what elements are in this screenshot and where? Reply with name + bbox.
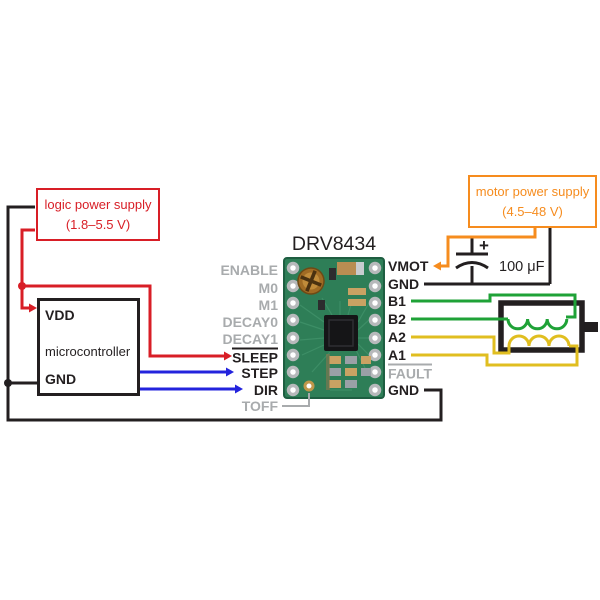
junction-dot-red <box>18 282 26 290</box>
pin-label-decay0: DECAY0 <box>222 314 278 330</box>
arrow-vmot <box>433 261 441 271</box>
board-pads-right <box>368 261 382 397</box>
driver-ic-chip <box>324 315 358 351</box>
microcontroller-box: VDD microcontroller GND <box>37 298 140 396</box>
arrow-vdd <box>29 303 37 313</box>
pin-label-m1: M1 <box>258 297 278 313</box>
motor-coil-a-yellow <box>507 334 571 347</box>
pin-label-vmot: VMOT <box>388 258 429 274</box>
toff-pad <box>303 380 315 392</box>
motor-supply-line2: (4.5–48 V) <box>502 203 563 219</box>
board-pads-left <box>286 261 300 397</box>
wire-b1-green <box>411 293 577 319</box>
arrow-dir <box>235 384 243 394</box>
arrow-sleep <box>224 351 232 361</box>
pin-label-a2: A2 <box>388 329 406 345</box>
wire-vmot-orange <box>441 227 537 268</box>
pin-label-step: STEP <box>241 365 278 381</box>
smd-components <box>318 262 371 390</box>
motor-shaft <box>583 322 598 332</box>
wire-a2-yellow <box>411 335 511 355</box>
wire-a1-yellow <box>411 344 579 367</box>
arrow-step <box>226 367 234 377</box>
driver-board-graphic <box>283 257 385 399</box>
motor-supply-line1: motor power supply <box>475 184 590 199</box>
pin-label-gnd-top: GND <box>388 276 420 292</box>
driver-board-title: DRV8434 <box>291 233 377 255</box>
motor-coil-b-green <box>506 318 569 331</box>
mcu-gnd-label: GND <box>45 371 77 387</box>
wire-ground-loop <box>6 205 443 422</box>
capacitor-polarity-label: + <box>479 236 489 255</box>
wire-logic-supply-red <box>20 228 35 310</box>
pin-label-fault: FAULT <box>388 363 433 382</box>
capacitor-value-label: 100 μF <box>499 259 545 275</box>
pin-label-gnd-bottom: GND <box>388 382 420 398</box>
wire-sleep-red <box>22 284 224 358</box>
mcu-vdd-label: VDD <box>45 307 75 323</box>
pin-label-b1: B1 <box>388 293 406 309</box>
capacitor-symbol <box>455 237 489 284</box>
pin-label-a1: A1 <box>388 347 406 363</box>
pin-label-decay1: DECAY1 <box>222 331 278 347</box>
pin-label-b2: B2 <box>388 311 406 327</box>
logic-supply-line2: (1.8–5.5 V) <box>65 216 131 232</box>
mcu-name-label: microcontroller <box>45 344 131 359</box>
logic-supply-line1: logic power supply <box>44 197 152 212</box>
junction-dot-black <box>4 379 12 387</box>
pin-label-toff: TOFF <box>241 398 278 414</box>
logic-power-supply-box: logic power supply (1.8–5.5 V) <box>36 188 160 241</box>
toff-callout-line <box>282 393 310 407</box>
trimmer-potentiometer-icon <box>297 267 325 295</box>
pin-label-sleep: SLEEP <box>232 347 278 366</box>
pin-label-m0: M0 <box>258 280 278 296</box>
pin-label-dir: DIR <box>253 382 278 398</box>
pin-label-enable: ENABLE <box>220 262 278 278</box>
motor-power-supply-box: motor power supply (4.5–48 V) <box>468 175 597 228</box>
